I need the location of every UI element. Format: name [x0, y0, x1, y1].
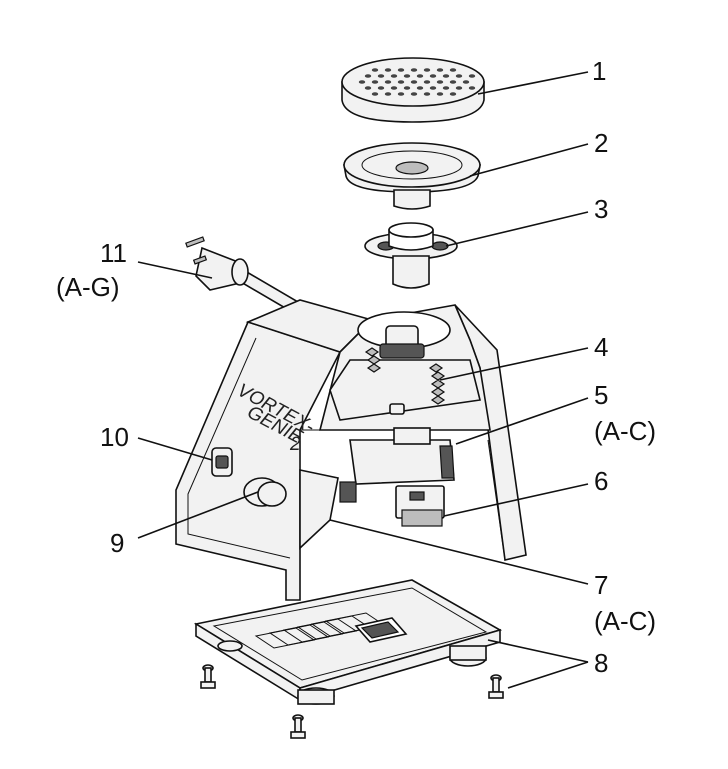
foam-hole	[423, 92, 431, 96]
foam-hole	[403, 74, 411, 78]
foam-hole	[371, 80, 379, 84]
foam-hole	[410, 68, 418, 72]
callout-5-sub: (A-C)	[594, 416, 656, 446]
part-6-micro-switch	[395, 485, 445, 527]
foam-hole	[455, 86, 463, 90]
callout-6: 6	[594, 466, 608, 496]
part-2-platform-cup	[343, 142, 481, 210]
callout-labels: 1 2 3 4 5 (A-C) 6 7 (A-C) 8 9 10 11 (A-G…	[56, 56, 656, 678]
callout-7: 7	[594, 570, 608, 600]
foam-hole	[371, 68, 379, 72]
part-3-adapter	[364, 222, 458, 289]
foam-hole	[384, 68, 392, 72]
foam-hole	[455, 74, 463, 78]
foam-hole	[436, 68, 444, 72]
callout-10: 10	[100, 422, 129, 452]
callout-8: 8	[594, 648, 608, 678]
part-1-foam-disc	[341, 57, 485, 123]
foam-hole	[423, 80, 431, 84]
foam-hole	[468, 86, 476, 90]
foam-hole	[397, 80, 405, 84]
leader-lines	[137, 71, 589, 689]
foam-hole	[384, 80, 392, 84]
brand-mark: 2	[289, 434, 301, 455]
foam-hole	[390, 86, 398, 90]
foam-hole	[397, 68, 405, 72]
foam-hole	[410, 92, 418, 96]
callout-7-sub: (A-C)	[594, 606, 656, 636]
foam-hole	[462, 80, 470, 84]
foam-hole	[436, 92, 444, 96]
foam-hole	[442, 86, 450, 90]
foam-hole	[442, 74, 450, 78]
foam-hole	[423, 68, 431, 72]
callout-4: 4	[594, 332, 608, 362]
foam-hole	[449, 80, 457, 84]
foam-hole	[377, 74, 385, 78]
foam-hole	[384, 92, 392, 96]
foam-hole	[416, 74, 424, 78]
foam-hole	[371, 92, 379, 96]
callout-2: 2	[594, 128, 608, 158]
foam-hole	[429, 86, 437, 90]
foam-hole	[364, 86, 372, 90]
foam-hole	[468, 74, 476, 78]
foam-hole	[436, 80, 444, 84]
foam-hole	[403, 86, 411, 90]
part-9-speed-knob	[243, 477, 287, 507]
foam-hole	[397, 92, 405, 96]
foam-hole	[449, 68, 457, 72]
motor-assembly	[299, 325, 481, 550]
callout-11-sub: (A-G)	[56, 272, 120, 302]
foam-hole	[410, 80, 418, 84]
callout-9: 9	[110, 528, 124, 558]
foam-hole	[390, 74, 398, 78]
foam-hole	[364, 74, 372, 78]
part-8-screws	[200, 664, 504, 739]
foam-hole	[416, 86, 424, 90]
foam-hole	[429, 74, 437, 78]
foam-hole	[377, 86, 385, 90]
callout-5: 5	[594, 380, 608, 410]
foam-hole	[358, 80, 366, 84]
part-10-power-switch	[211, 447, 233, 477]
part-7-base-plate	[193, 579, 503, 705]
callout-1: 1	[592, 56, 606, 86]
callout-3: 3	[594, 194, 608, 224]
callout-11: 11	[100, 238, 127, 268]
foam-hole	[449, 92, 457, 96]
